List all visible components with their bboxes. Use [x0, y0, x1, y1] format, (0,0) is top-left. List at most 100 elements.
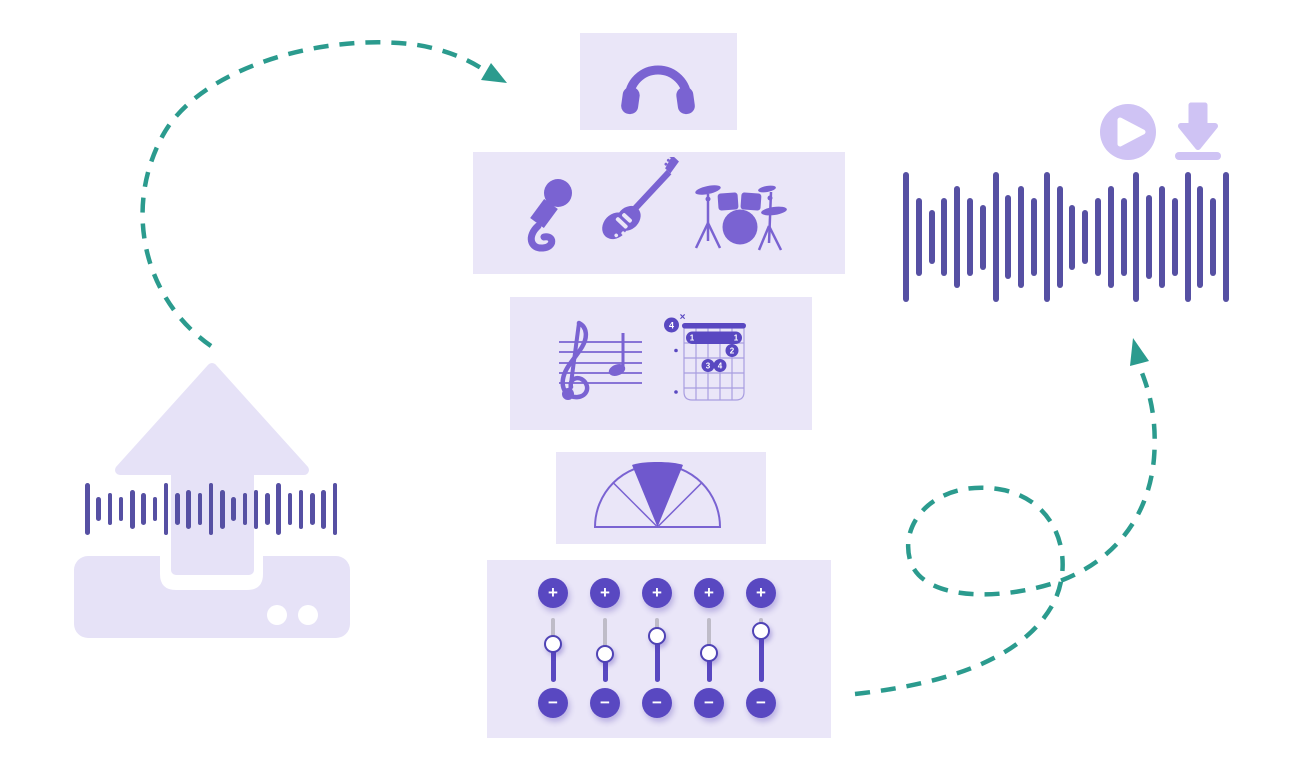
- panel-headphones: [580, 33, 737, 130]
- waveform-bar: [242, 493, 247, 525]
- waveform-bar: [1133, 172, 1140, 302]
- waveform-bar: [1005, 194, 1012, 280]
- waveform-bar: [118, 497, 124, 521]
- microphone-icon: [527, 179, 572, 252]
- barre-finger-label: 1: [690, 334, 695, 343]
- waveform-bar: [152, 497, 157, 521]
- slider-fill: [706, 653, 712, 682]
- barre-finger-label: 1: [734, 334, 739, 343]
- waveform-bar: [130, 489, 135, 529]
- volume-slider: +−: [735, 560, 787, 738]
- upload-waveform: [85, 482, 337, 536]
- waveform-bar: [1056, 186, 1063, 288]
- volume-sliders: +−+−+−+−+−: [487, 560, 831, 738]
- waveform-bar: [903, 172, 909, 302]
- waveform-bar: [163, 483, 169, 535]
- slider-knob[interactable]: [596, 644, 614, 663]
- waveform-bar: [1171, 198, 1178, 276]
- volume-up-button[interactable]: +: [694, 578, 724, 608]
- waveform-bar: [1082, 209, 1089, 265]
- waveform-bar: [1018, 186, 1025, 288]
- chord-position-label: 4: [669, 321, 674, 331]
- panel-instruments: [473, 152, 845, 274]
- waveform-bar: [96, 497, 101, 521]
- electric-guitar-icon: [602, 157, 679, 240]
- arrowhead-icon: [481, 63, 507, 83]
- volume-down-button[interactable]: −: [538, 688, 568, 718]
- volume-down-button[interactable]: −: [590, 688, 620, 718]
- download-button[interactable]: [1172, 101, 1224, 161]
- volume-slider: +−: [579, 560, 631, 738]
- waveform-bar: [992, 172, 999, 302]
- slider-fill: [758, 630, 764, 682]
- slider-knob[interactable]: [648, 626, 666, 645]
- waveform-bar: [1210, 198, 1217, 276]
- volume-slider: +−: [527, 560, 579, 738]
- volume-up-button[interactable]: +: [746, 578, 776, 608]
- volume-down-button[interactable]: −: [746, 688, 776, 718]
- volume-down-button[interactable]: −: [642, 688, 672, 718]
- slider-knob[interactable]: [544, 635, 562, 654]
- treble-clef-staff-icon: [559, 320, 642, 400]
- waveform-bar: [107, 493, 112, 525]
- waveform-bar: [231, 497, 236, 521]
- waveform-bar: [1043, 172, 1050, 302]
- waveform-bar: [265, 493, 270, 525]
- waveform-bar: [1069, 204, 1076, 270]
- waveform-bar: [979, 204, 986, 270]
- volume-up-button[interactable]: +: [538, 578, 568, 608]
- volume-up-button[interactable]: +: [642, 578, 672, 608]
- play-button[interactable]: [1099, 103, 1157, 161]
- waveform-bar: [941, 198, 948, 276]
- volume-up-button[interactable]: +: [590, 578, 620, 608]
- slider-fill: [654, 635, 660, 682]
- waveform-bar: [197, 493, 202, 525]
- waveform-bar: [287, 493, 292, 525]
- mixer-to-output-dashed-arrow: [854, 338, 1157, 697]
- slider-fill: [602, 653, 608, 682]
- waveform-bar: [186, 489, 191, 529]
- waveform-bar: [85, 483, 90, 535]
- waveform-bar: [1094, 198, 1101, 276]
- waveform-bar: [253, 489, 259, 529]
- muted-string-label: ×: [680, 312, 686, 323]
- waveform-bar: [966, 198, 973, 276]
- slider-fill: [550, 644, 556, 682]
- waveform-bar: [141, 493, 146, 525]
- metronome-icon: [593, 462, 722, 528]
- guitar-chord-chart-icon: 4 × 1 1 2 3 4: [664, 312, 746, 401]
- volume-down-button[interactable]: −: [694, 688, 724, 718]
- waveform-bar: [220, 489, 225, 529]
- waveform-bar: [321, 489, 326, 529]
- slider-knob[interactable]: [752, 621, 770, 640]
- waveform-bar: [1158, 186, 1165, 288]
- waveform-bar: [1030, 198, 1037, 276]
- volume-slider: +−: [683, 560, 735, 738]
- waveform-bar: [175, 493, 180, 525]
- waveform-bar: [298, 489, 304, 529]
- waveform-bar: [954, 186, 961, 288]
- waveform-bar: [332, 483, 337, 535]
- waveform-bar: [276, 483, 281, 535]
- waveform-bar: [1197, 186, 1204, 288]
- finger-dot-label: 4: [718, 362, 723, 371]
- arrowhead-icon: [1130, 338, 1149, 366]
- waveform-bar: [1184, 172, 1191, 302]
- drum-kit-icon: [694, 185, 787, 251]
- waveform-bar: [208, 483, 214, 535]
- slider-knob[interactable]: [700, 644, 718, 663]
- finger-dot-label: 2: [730, 347, 735, 356]
- upload-to-pipeline-dashed-arrow: [140, 40, 507, 348]
- waveform-bar: [1107, 186, 1114, 288]
- waveform-bar: [1120, 198, 1127, 276]
- upload-tray-icon: [74, 363, 350, 638]
- panel-mixer: +−+−+−+−+−: [487, 560, 831, 738]
- panel-notation: 4 × 1 1 2 3 4: [510, 297, 812, 430]
- upload-illustration: [73, 358, 353, 643]
- panel-metronome: [556, 452, 766, 544]
- waveform-bar: [1222, 172, 1229, 302]
- waveform-bar: [1146, 194, 1153, 280]
- volume-slider: +−: [631, 560, 683, 738]
